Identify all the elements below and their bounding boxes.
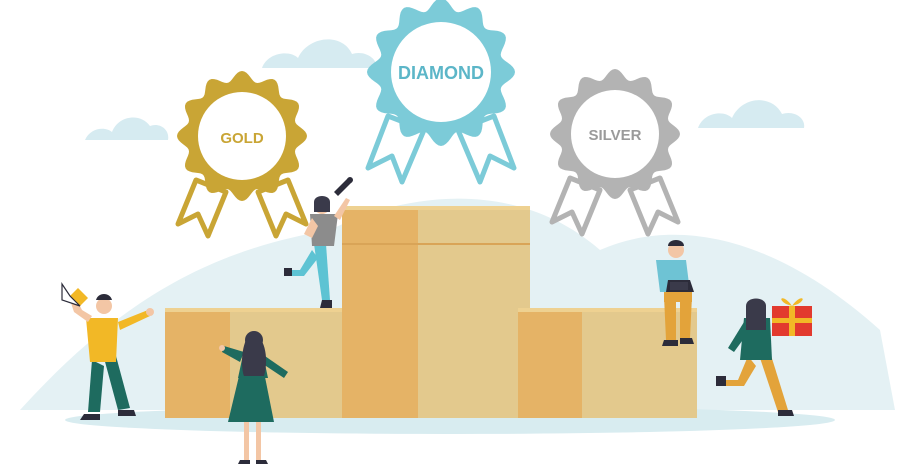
gold-badge-label: GOLD — [220, 130, 263, 147]
megaphone-icon — [61, 282, 88, 307]
diamond-badge-label: DIAMOND — [398, 63, 484, 83]
cloud-left — [85, 117, 169, 140]
person-woman-green-dress — [219, 331, 288, 464]
telescope-icon — [334, 177, 353, 196]
silver-badge-label: SILVER — [588, 127, 641, 144]
person-megaphone — [61, 282, 154, 420]
podium-box-right — [518, 308, 697, 418]
gift-icon — [772, 298, 812, 336]
person-gift — [716, 298, 812, 416]
person-telescope — [284, 177, 353, 308]
person-laptop — [656, 240, 694, 346]
cloud-top — [262, 39, 377, 68]
cloud-right — [698, 100, 805, 128]
silver-badge: SILVER — [549, 69, 681, 237]
diamond-badge: DIAMOND — [365, 0, 517, 185]
laptop-icon — [666, 280, 694, 292]
gold-badge: GOLD — [175, 71, 309, 239]
podium-box-center — [342, 206, 530, 418]
